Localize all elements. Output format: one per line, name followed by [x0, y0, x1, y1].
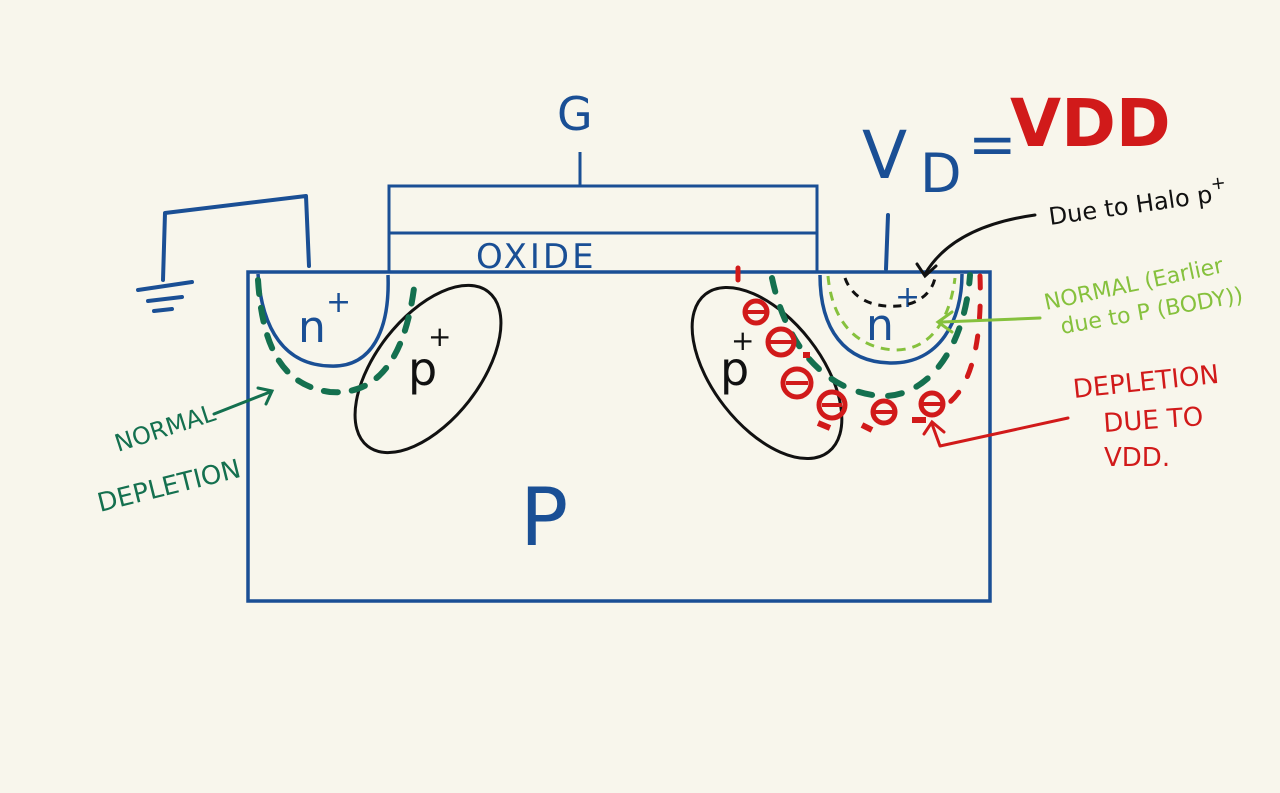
halo-note-arrow — [923, 213, 1037, 276]
gate-electrode — [387, 184, 819, 274]
drain-n-label: n — [866, 300, 894, 351]
source-n-well — [256, 273, 390, 368]
depletion-vdd-note-line3: VDD. — [1104, 443, 1170, 473]
right-halo-p-label: p — [720, 342, 749, 396]
vdd-label: VDD — [1010, 85, 1171, 162]
depletion-vdd-arrow — [930, 416, 1070, 448]
halo-depletion-boundary — [843, 277, 937, 308]
right-halo-plus-label: + — [731, 324, 754, 357]
normal-depletion-note-line2: DEPLETION — [94, 454, 243, 519]
drain-plus-label: + — [895, 280, 920, 315]
earlier-normal-depletion — [826, 275, 957, 352]
right-halo-ellipse — [690, 285, 844, 461]
normal-depletion-arrow — [212, 390, 272, 416]
drain-normal-depletion — [769, 272, 973, 400]
drain-terminal-wire — [884, 213, 890, 271]
depletion-vdd-arrowhead — [922, 419, 946, 436]
source-plus-label: + — [326, 285, 351, 320]
negative-charge-icons — [742, 298, 946, 433]
source-normal-depletion — [255, 277, 418, 396]
equals-label: = — [968, 110, 1017, 178]
normal-depletion-note-line1: NORMAL — [111, 399, 219, 458]
drain-terminal-v-label: V — [862, 117, 907, 194]
left-halo-ellipse — [353, 283, 503, 455]
body-label: P — [520, 471, 568, 564]
ground-icon — [136, 280, 194, 313]
vdd-depletion-boundary — [735, 265, 983, 405]
normal-earlier-arrow — [940, 316, 1042, 324]
left-halo-p-label: p — [408, 342, 437, 396]
drain-n-well — [818, 273, 964, 365]
normal-depletion-arrowhead — [256, 386, 275, 406]
source-ground-wire — [161, 194, 311, 282]
depletion-vdd-note-line1: DEPLETION — [1072, 360, 1221, 405]
oxide-label: OXIDE — [476, 237, 597, 277]
halo-note-arrowhead — [915, 262, 938, 279]
gate-label: G — [557, 87, 593, 141]
drain-terminal-subscript: D — [920, 142, 962, 205]
depletion-vdd-note-line2: DUE TO — [1102, 402, 1204, 439]
left-halo-plus-label: + — [428, 320, 451, 353]
normal-earlier-arrowhead — [935, 310, 954, 334]
halo-note: Due to Halo p+ — [1046, 172, 1229, 231]
source-n-label: n — [298, 302, 326, 353]
